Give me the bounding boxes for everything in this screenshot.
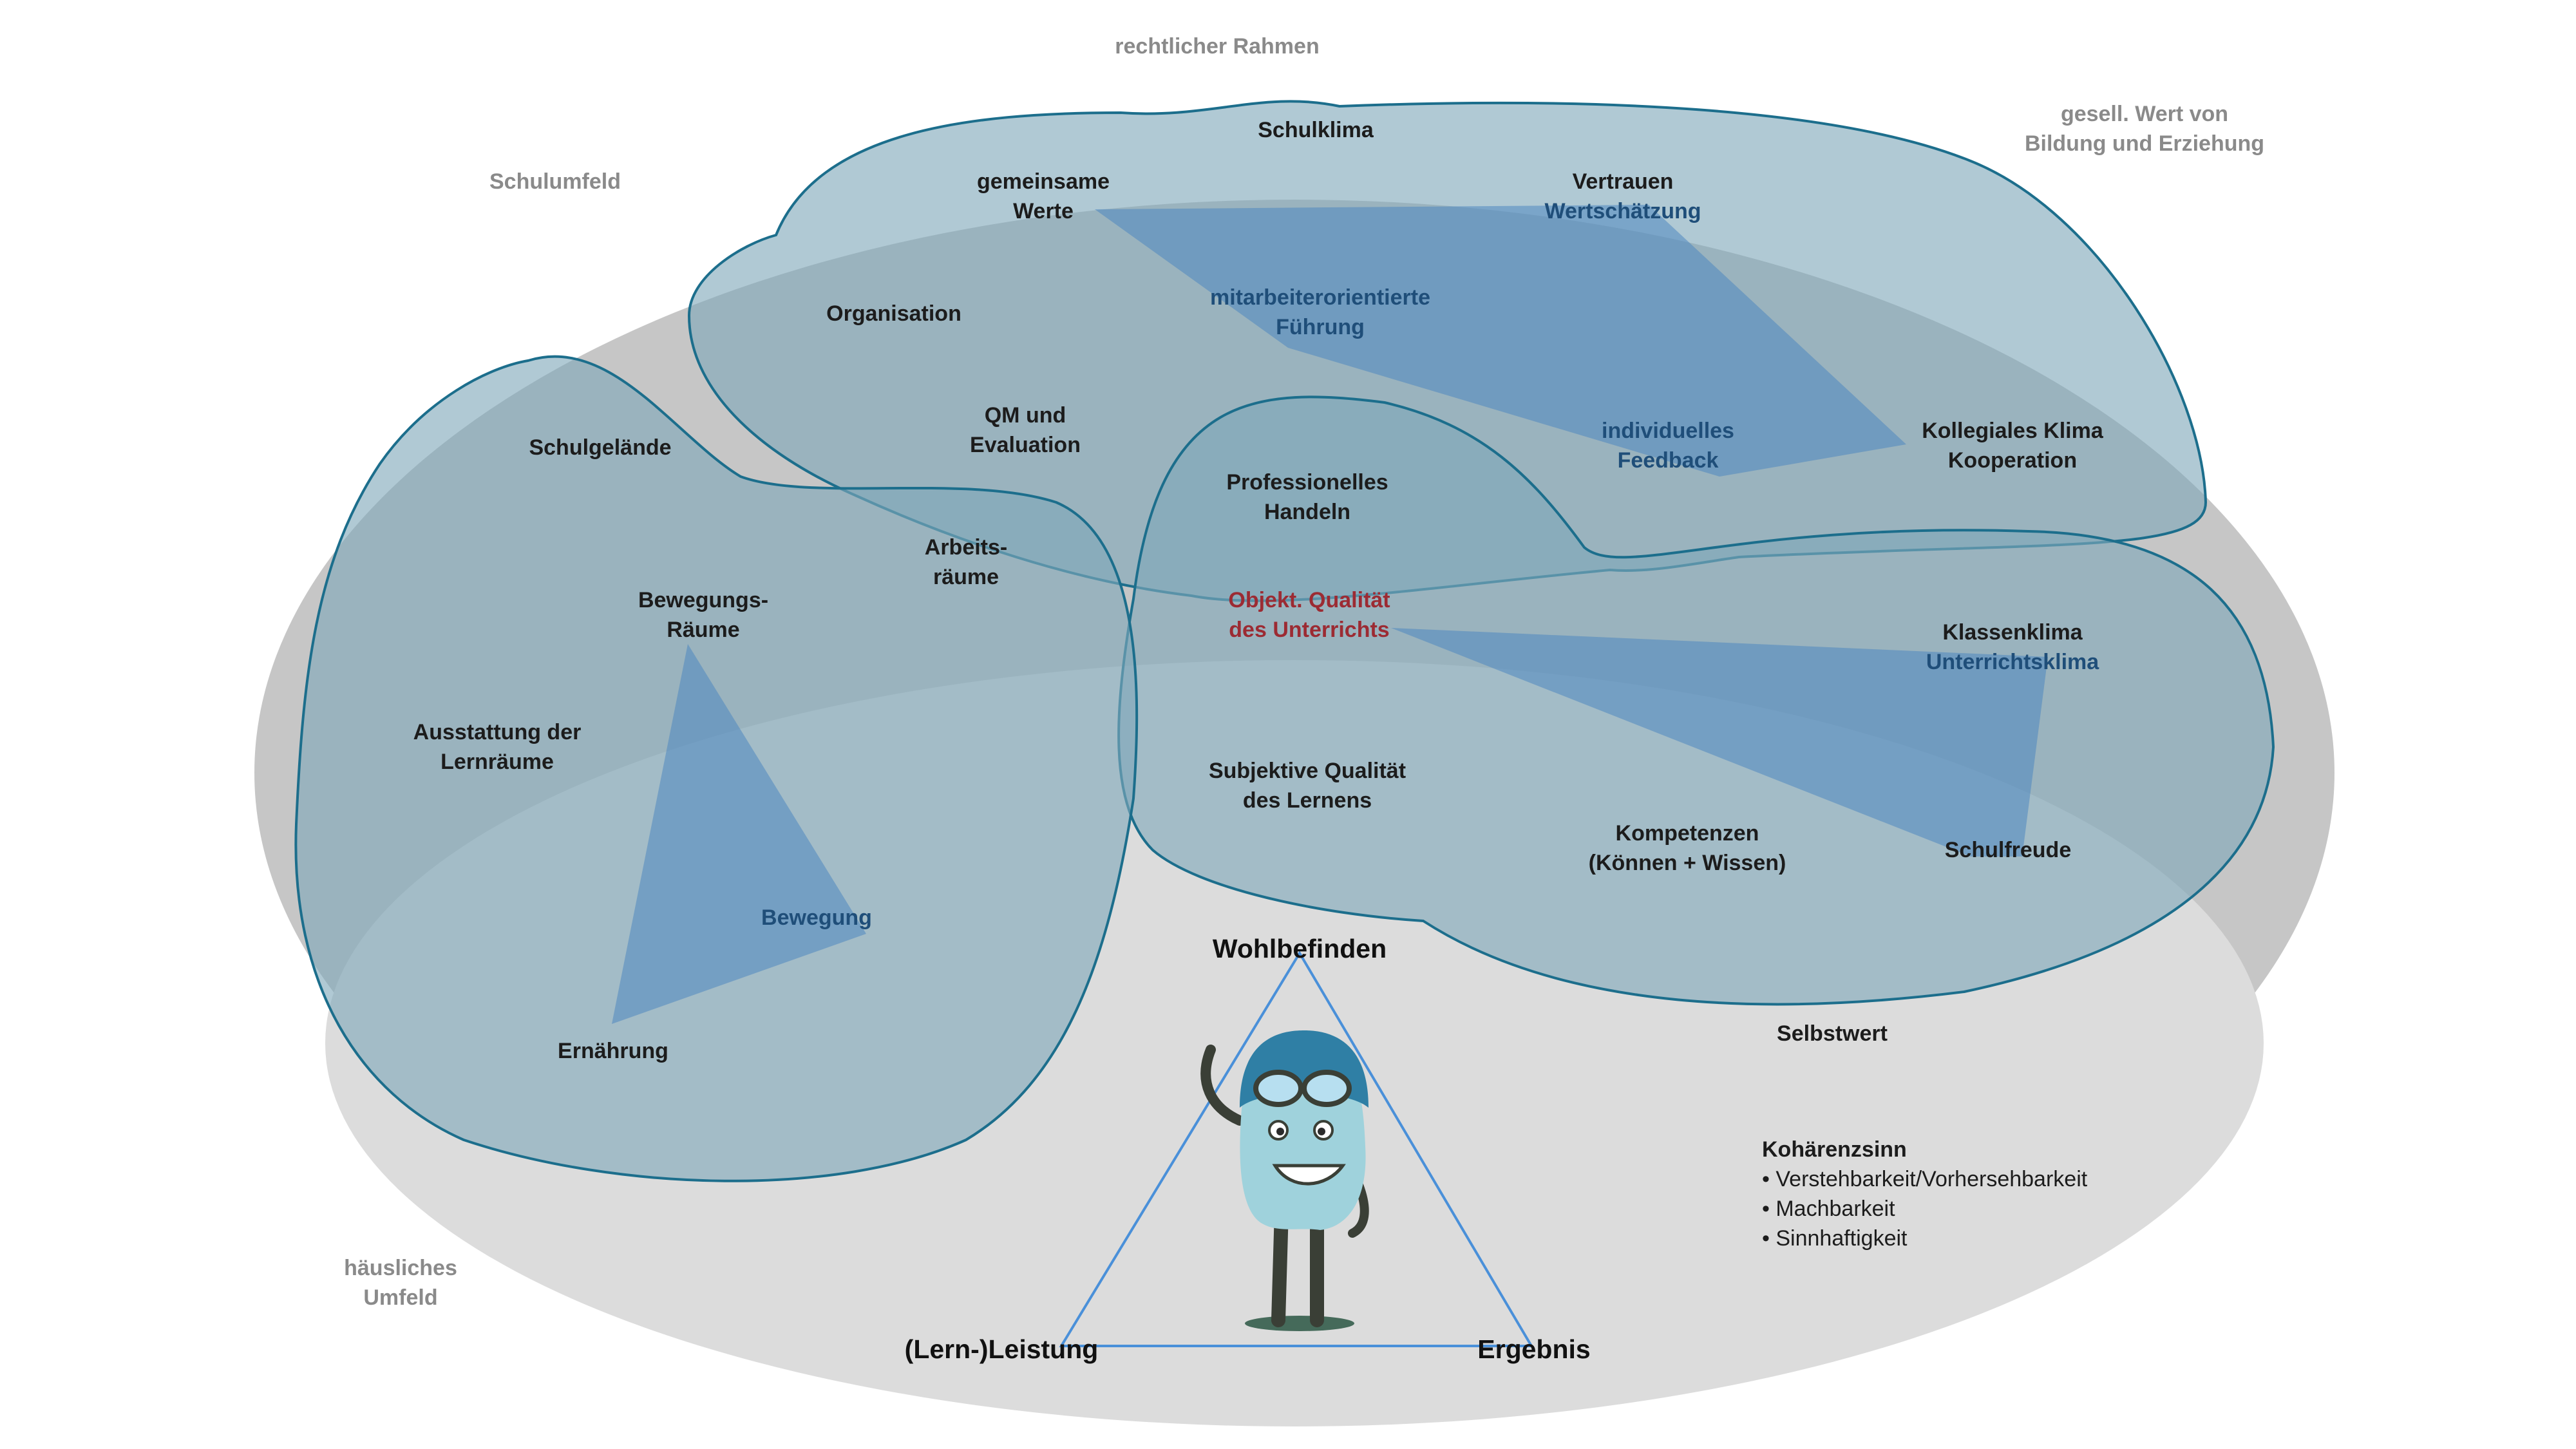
triangle-values-leadership-staff [1095, 205, 1906, 477]
label-movement-rooms-line1: Bewegungs- [638, 588, 769, 612]
label-class-climate: Klassenklima Unterrichtsklima [1926, 618, 2099, 677]
label-movement: Bewegung [761, 905, 872, 930]
label-professional-line1: Professionelles [1226, 470, 1388, 495]
label-equipment-line2: Lernräume [440, 750, 554, 774]
label-objective-line1: Objekt. Qualität [1228, 588, 1390, 612]
label-subjective-line1: Subjektive Qualität [1208, 759, 1406, 783]
label-result: Ergebnis [1477, 1334, 1591, 1364]
label-organisation: Organisation [826, 301, 961, 326]
label-self-worth: Selbstwert [1777, 1021, 1888, 1046]
label-leadership-line2: Führung [1276, 315, 1365, 339]
label-wellbeing: Wohlbefinden [1212, 934, 1387, 963]
mascot-smile [1272, 1164, 1346, 1186]
mascot-figure [1200, 1030, 1369, 1331]
label-social-value-line1: gesell. Wert von [2060, 102, 2229, 126]
coherence-item: Machbarkeit [1762, 1194, 2087, 1224]
coherence-item: Verstehbarkeit/Vorhersehbarkeit [1762, 1164, 2087, 1194]
label-class-climate-line1: Klassenklima [1942, 620, 2083, 645]
mascot-pupil-right [1318, 1128, 1325, 1135]
label-leadership-line1: mitarbeiterorientierte [1210, 285, 1430, 310]
triangle-teaching-climate [1391, 628, 2048, 857]
label-school-environment: Schulumfeld [489, 169, 621, 194]
label-social-value: gesell. Wert von Bildung und Erziehung [2025, 99, 2264, 158]
label-professional-line2: Handeln [1264, 500, 1351, 524]
label-school-grounds: Schulgelände [529, 435, 672, 460]
label-objective-line2: des Unterrichts [1229, 618, 1390, 642]
triangle-wellbeing-outline [1059, 951, 1534, 1347]
label-workrooms-line1: Arbeits- [924, 535, 1008, 560]
label-home-environment-line2: Umfeld [363, 1285, 438, 1310]
coherence-item: Sinnhaftigkeit [1762, 1224, 2087, 1253]
label-subjective-line2: des Lernens [1242, 788, 1372, 813]
label-teaching-climate: Unterrichtsklima [1926, 650, 2099, 674]
label-individual-feedback: individuelles Feedback [1602, 416, 1734, 475]
label-feedback-line2: Feedback [1617, 448, 1719, 473]
label-subjective-quality: Subjektive Qualität des Lernens [1209, 756, 1406, 815]
label-shared-values-line1: gemeinsame [977, 169, 1110, 194]
mascot-goggle-left [1253, 1070, 1303, 1107]
triangle-movement [612, 644, 866, 1024]
label-trust: Vertrauen [1572, 169, 1674, 194]
label-movement-rooms-line2: Räume [667, 618, 740, 642]
label-appreciation: Wertschätzung [1544, 199, 1701, 223]
label-equipment-line1: Ausstattung der [413, 720, 582, 744]
mascot-arm-left [1200, 1045, 1245, 1126]
label-learning-achievement: (Lern-)Leistung [904, 1334, 1099, 1364]
label-qm-line2: Evaluation [970, 433, 1081, 457]
label-professional-action: Professionelles Handeln [1226, 468, 1388, 527]
mascot-arm-right [1348, 1180, 1369, 1238]
label-trust-appreciation: Vertrauen Wertschätzung [1544, 167, 1701, 226]
label-collegial-line2: Kooperation [1947, 448, 2078, 473]
label-nutrition: Ernährung [558, 1039, 668, 1063]
label-collegial-climate: Kollegiales Klima Kooperation [1922, 416, 2103, 475]
label-feedback-line1: individuelles [1602, 419, 1734, 443]
label-school-climate: Schulklima [1258, 118, 1374, 142]
coherence-title: Kohärenzsinn [1762, 1137, 1907, 1162]
label-competences-line1: Kompetenzen [1615, 821, 1759, 846]
label-workrooms: Arbeits- räume [925, 533, 1007, 592]
label-qm-evaluation: QM und Evaluation [970, 401, 1081, 460]
label-equipment: Ausstattung der Lernräume [413, 717, 582, 777]
mascot-body [1240, 1069, 1366, 1230]
label-qm-line1: QM und [984, 403, 1066, 428]
coherence-list: Kohärenzsinn Verstehbarkeit/Vorhersehbar… [1762, 1135, 2087, 1253]
label-movement-rooms: Bewegungs- Räume [638, 585, 768, 645]
label-competences-line2: (Können + Wissen) [1588, 851, 1786, 875]
label-home-environment-line1: häusliches [344, 1256, 457, 1280]
label-school-joy: Schulfreude [1944, 838, 2072, 862]
label-social-value-line2: Bildung und Erziehung [2024, 131, 2265, 156]
mascot-shadow [1245, 1316, 1354, 1331]
mascot-pupil-left [1276, 1128, 1284, 1135]
label-shared-values: gemeinsame Werte [977, 167, 1110, 226]
label-shared-values-line2: Werte [1013, 199, 1074, 223]
label-workrooms-line2: räume [933, 565, 999, 589]
label-legal-frame: rechtlicher Rahmen [1115, 34, 1320, 59]
label-home-environment: häusliches Umfeld [344, 1253, 457, 1312]
label-leadership: mitarbeiterorientierte Führung [1210, 283, 1430, 342]
mascot-goggle-right [1302, 1070, 1352, 1107]
label-objective-quality: Objekt. Qualität des Unterrichts [1228, 585, 1390, 645]
coherence-items: Verstehbarkeit/Vorhersehbarkeit Machbark… [1762, 1164, 2087, 1253]
label-collegial-line1: Kollegiales Klima [1922, 419, 2103, 443]
label-competences: Kompetenzen (Können + Wissen) [1589, 819, 1786, 878]
